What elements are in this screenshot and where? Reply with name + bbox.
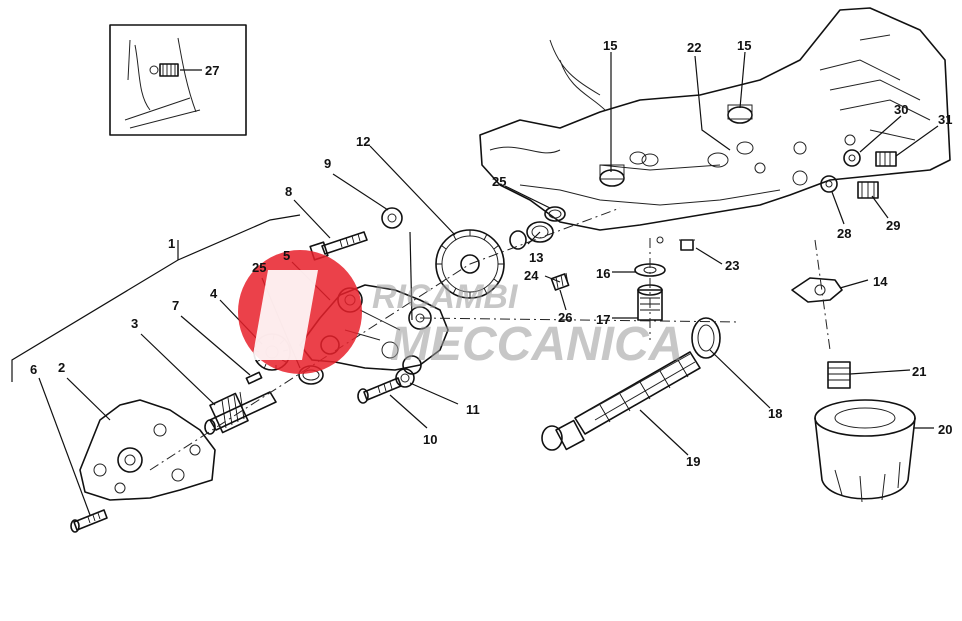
- plug-23: [679, 239, 695, 251]
- callout-14: 14: [873, 274, 888, 289]
- callout-labels: 1 2 3 4 5 6 7 8 9 10 11 12 13 14 15 15 1…: [30, 38, 952, 469]
- callout-22: 22: [687, 40, 701, 55]
- callout-27: 27: [205, 63, 219, 78]
- washer-11: [395, 368, 415, 388]
- oil-pump-cover: [79, 399, 216, 501]
- watermark-line-2: MECCANICA: [390, 318, 683, 371]
- callout-2: 2: [58, 360, 65, 375]
- callout-11: 11: [466, 402, 480, 417]
- callout-13: 13: [529, 250, 543, 265]
- callout-4: 4: [210, 286, 218, 301]
- callout-3: 3: [131, 316, 138, 331]
- watermark-line-1: RICAMBI: [372, 278, 519, 316]
- washer-28: [820, 175, 838, 193]
- callout-16: 16: [596, 266, 610, 281]
- filter-bracket-14: [791, 277, 843, 303]
- pump-drive-shaft: [204, 391, 277, 435]
- callout-18: 18: [768, 406, 782, 421]
- group-1-bracket: [11, 214, 301, 382]
- callout-28: 28: [837, 226, 851, 241]
- union-nipple-21: [827, 361, 851, 389]
- callout-17: 17: [596, 312, 610, 327]
- callout-21: 21: [912, 364, 926, 379]
- washer-9: [381, 207, 403, 229]
- screw-31: [875, 151, 897, 167]
- callout-31: 31: [938, 112, 952, 127]
- engine-crankcase: [479, 7, 951, 244]
- seal-18: [691, 317, 721, 359]
- plug-29: [857, 181, 879, 199]
- callout-26: 26: [558, 310, 572, 325]
- ricambi-meccanica-watermark: RICAMBI MECCANICA: [238, 250, 683, 374]
- callout-29: 29: [886, 218, 900, 233]
- callout-12: 12: [356, 134, 370, 149]
- plug-26: [550, 272, 570, 291]
- inset-screw: [149, 63, 179, 77]
- callout-23: 23: [725, 258, 739, 273]
- pin-7: [245, 371, 263, 385]
- screw-6: [70, 509, 108, 533]
- callout-25-right: 25: [492, 174, 506, 189]
- callout-1: 1: [168, 236, 175, 251]
- washer-30: [843, 149, 861, 167]
- callout-6: 6: [30, 362, 37, 377]
- callout-19: 19: [686, 454, 700, 469]
- callout-20: 20: [938, 422, 952, 437]
- callout-24: 24: [524, 268, 539, 283]
- circlip-25-right: [544, 206, 566, 222]
- assembly-axis-lines: [149, 207, 831, 471]
- callout-9: 9: [324, 156, 331, 171]
- oil-filter-20: [814, 399, 916, 503]
- callout-7: 7: [172, 298, 179, 313]
- callout-5: 5: [283, 248, 290, 263]
- callout-10: 10: [423, 432, 437, 447]
- drive-gear-12: [435, 229, 505, 299]
- callout-15-left: 15: [603, 38, 617, 53]
- callout-8: 8: [285, 184, 292, 199]
- callout-25-left: 25: [252, 260, 266, 275]
- oil-strainer-19: [541, 351, 701, 451]
- leader-lines: [38, 51, 939, 516]
- callout-15-right: 15: [737, 38, 751, 53]
- inset-detail-box: 27: [109, 24, 247, 136]
- callout-30: 30: [894, 102, 908, 117]
